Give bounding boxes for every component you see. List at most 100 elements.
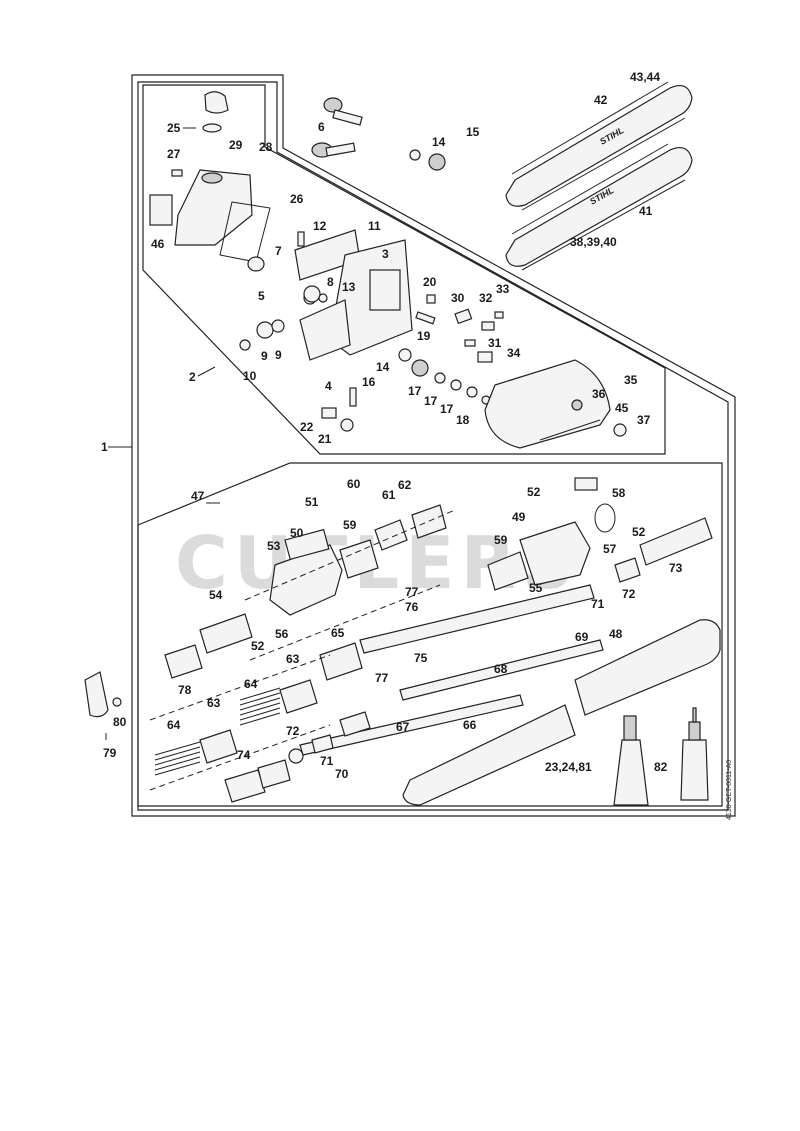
label-22: 22 — [300, 420, 314, 434]
label-65: 65 — [331, 626, 345, 640]
label-43-44: 43,44 — [630, 70, 660, 84]
sleeve-59-left-part — [339, 539, 379, 579]
label-34: 34 — [507, 346, 521, 360]
bearings-part — [239, 285, 328, 351]
label-26: 26 — [290, 192, 304, 206]
label-59b: 59 — [494, 533, 508, 547]
label-29: 29 — [229, 138, 243, 152]
label-13: 13 — [342, 280, 356, 294]
label-47: 47 — [191, 489, 205, 503]
label-52b: 52 — [632, 525, 646, 539]
label-82: 82 — [654, 760, 668, 774]
label-14b: 14 — [376, 360, 390, 374]
label-69: 69 — [575, 630, 589, 644]
callout-labels: 1 2 3 4 5 6 7 8 9 9 10 11 12 13 14 14 15… — [101, 70, 683, 781]
screw-nut-parts — [321, 387, 357, 432]
dashed-guides — [149, 509, 456, 791]
sprocket-washer-parts — [398, 348, 491, 405]
label-66: 66 — [463, 718, 477, 732]
label-7: 7 — [275, 244, 282, 258]
label-32: 32 — [479, 291, 493, 305]
label-2: 2 — [189, 370, 196, 384]
oil-bottle-part — [680, 707, 709, 801]
label-8: 8 — [327, 275, 334, 289]
label-80: 80 — [113, 715, 127, 729]
label-71a: 71 — [591, 597, 605, 611]
label-23-24-81: 23,24,81 — [545, 760, 592, 774]
head-assembly-frame — [142, 84, 666, 455]
label-77b: 77 — [375, 671, 389, 685]
label-9a: 9 — [261, 349, 268, 363]
label-12: 12 — [313, 219, 327, 233]
clamp-49-part — [519, 477, 616, 586]
tubes-left-parts — [164, 613, 363, 764]
label-37: 37 — [637, 413, 651, 427]
label-70: 70 — [335, 767, 349, 781]
tube-73-part — [614, 517, 713, 583]
bearing-7-part — [247, 256, 265, 272]
label-64a: 64 — [244, 677, 258, 691]
label-28: 28 — [259, 140, 273, 154]
label-45: 45 — [615, 401, 629, 415]
springs-parts — [154, 687, 281, 776]
gear-housing-part — [294, 229, 413, 361]
pivot-bracket-79-part — [84, 671, 122, 718]
label-52c: 52 — [251, 639, 265, 653]
chain-bar-lower-part: STIHL — [505, 143, 693, 271]
label-19: 19 — [417, 329, 431, 343]
label-9b: 9 — [275, 348, 282, 362]
label-51: 51 — [305, 495, 319, 509]
label-20: 20 — [423, 275, 437, 289]
label-79: 79 — [103, 746, 117, 760]
label-76: 76 — [405, 600, 419, 614]
label-68: 68 — [494, 662, 508, 676]
label-67: 67 — [396, 720, 410, 734]
sleeve-59-right-part — [487, 551, 529, 591]
label-75: 75 — [414, 651, 428, 665]
label-48: 48 — [609, 627, 623, 641]
label-55: 55 — [529, 581, 543, 595]
outer-frame — [131, 74, 736, 817]
label-46: 46 — [151, 237, 165, 251]
label-78: 78 — [178, 683, 192, 697]
leader-lines — [105, 127, 220, 740]
drawing-code: 4138-GET-0011-A0 — [726, 760, 733, 820]
label-63a: 63 — [286, 652, 300, 666]
tensioner-parts — [415, 294, 504, 363]
rubber-grip-48-part — [574, 619, 721, 716]
label-71b: 71 — [320, 754, 334, 768]
label-1: 1 — [101, 440, 108, 454]
label-41: 41 — [639, 204, 653, 218]
label-14a: 14 — [432, 135, 446, 149]
label-5: 5 — [258, 289, 265, 303]
label-54: 54 — [209, 588, 223, 602]
label-73: 73 — [669, 561, 683, 575]
coupling-housing-51-part — [269, 528, 343, 616]
label-25: 25 — [167, 121, 181, 135]
label-21: 21 — [318, 432, 332, 446]
label-60: 60 — [347, 477, 361, 491]
label-10: 10 — [243, 369, 257, 383]
label-42: 42 — [594, 93, 608, 107]
rubber-grip-66-part — [402, 704, 576, 806]
shaft-assembly-frame — [137, 462, 723, 807]
label-61: 61 — [382, 488, 396, 502]
label-31: 31 — [488, 336, 502, 350]
label-27: 27 — [167, 147, 181, 161]
label-6: 6 — [318, 120, 325, 134]
chain-bar-upper-part: STIHL — [505, 81, 693, 211]
label-63b: 63 — [207, 696, 221, 710]
label-50: 50 — [290, 526, 304, 540]
oil-pump-part — [149, 91, 253, 246]
label-57: 57 — [603, 542, 617, 556]
label-11: 11 — [368, 219, 381, 233]
screw-27-part — [171, 169, 183, 177]
label-38-39-40: 38,39,40 — [570, 235, 617, 249]
label-4: 4 — [325, 379, 332, 393]
label-53: 53 — [267, 539, 281, 553]
grease-tube-part — [613, 715, 649, 806]
label-62: 62 — [398, 478, 412, 492]
label-59a: 59 — [343, 518, 357, 532]
label-15: 15 — [466, 125, 480, 139]
label-18: 18 — [456, 413, 470, 427]
